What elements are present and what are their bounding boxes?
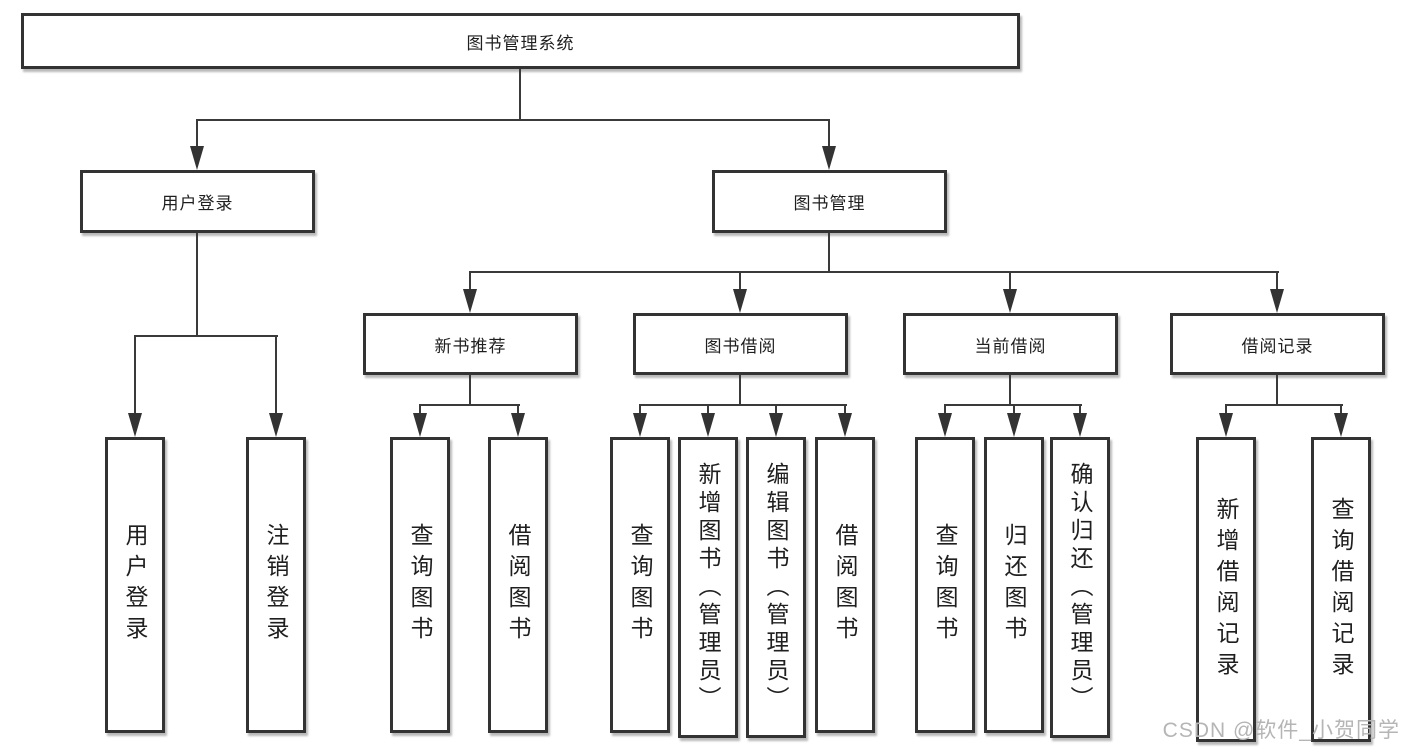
connector-line	[419, 404, 421, 415]
connector-line	[196, 119, 830, 121]
leaf-label: 确认归还（管理员）	[1067, 461, 1093, 714]
leaf-add-borrow-record: 新增借阅记录	[1196, 437, 1256, 742]
node-borrow-record: 借阅记录	[1170, 313, 1385, 375]
arrow-down-icon	[511, 413, 525, 437]
arrow-down-icon	[413, 413, 427, 437]
connector-line	[1276, 271, 1278, 291]
connector-line	[196, 233, 198, 337]
node-new-book-recommend-label: 新书推荐	[434, 336, 507, 356]
arrow-down-icon	[128, 413, 142, 437]
connector-line	[1225, 404, 1227, 415]
node-current-borrow: 当前借阅	[903, 313, 1118, 375]
arrow-down-icon	[769, 413, 783, 437]
connector-line	[639, 404, 641, 415]
connector-line	[828, 233, 830, 273]
leaf-edit-books-admin: 编辑图书（管理员）	[746, 437, 806, 738]
leaf-label: 借阅图书	[832, 523, 858, 647]
leaf-query-books-recommend: 查询图书	[390, 437, 450, 733]
connector-line	[1340, 404, 1342, 415]
connector-line	[517, 404, 519, 415]
connector-line	[944, 404, 946, 415]
node-new-book-recommend: 新书推荐	[363, 313, 578, 375]
arrow-down-icon	[1270, 289, 1284, 313]
connector-line	[639, 404, 847, 406]
node-book-borrow-label: 图书借阅	[704, 336, 777, 356]
connector-line	[1079, 404, 1081, 415]
leaf-query-books-current: 查询图书	[915, 437, 975, 733]
connector-line	[134, 335, 278, 337]
leaf-label: 查询图书	[407, 523, 433, 647]
leaf-logout: 注销登录	[246, 437, 306, 733]
connector-line	[707, 404, 709, 415]
connector-line	[1009, 375, 1011, 406]
arrow-down-icon	[190, 146, 204, 170]
arrow-down-icon	[701, 413, 715, 437]
leaf-label: 归还图书	[1001, 523, 1027, 647]
arrow-down-icon	[733, 289, 747, 313]
connector-line	[739, 271, 741, 291]
connector-line	[134, 335, 136, 415]
node-book-mgmt: 图书管理	[712, 170, 947, 233]
leaf-label: 新增图书（管理员）	[695, 461, 721, 714]
leaf-label: 查询借阅记录	[1328, 496, 1354, 683]
arrow-down-icon	[838, 413, 852, 437]
arrow-down-icon	[822, 146, 836, 170]
leaf-add-books-admin: 新增图书（管理员）	[678, 437, 738, 738]
node-current-borrow-label: 当前借阅	[974, 336, 1047, 356]
node-book-borrow: 图书借阅	[633, 313, 848, 375]
leaf-query-borrow-record: 查询借阅记录	[1311, 437, 1371, 742]
connector-line	[419, 404, 520, 406]
leaf-label: 新增借阅记录	[1213, 496, 1239, 683]
leaf-borrow-books: 借阅图书	[815, 437, 875, 733]
csdn-watermark: CSDN @软件_小贺同学	[1162, 719, 1400, 742]
arrow-down-icon	[1219, 413, 1233, 437]
arrow-down-icon	[938, 413, 952, 437]
connector-line	[469, 271, 471, 291]
arrow-down-icon	[633, 413, 647, 437]
connector-line	[1009, 271, 1011, 291]
connector-line	[196, 119, 198, 148]
connector-line	[1276, 375, 1278, 406]
leaf-label: 借阅图书	[505, 523, 531, 647]
leaf-borrow-books-recommend: 借阅图书	[488, 437, 548, 733]
node-root: 图书管理系统	[21, 13, 1020, 69]
connector-line	[469, 271, 1279, 273]
leaf-confirm-return-admin: 确认归还（管理员）	[1050, 437, 1110, 738]
arrow-down-icon	[1334, 413, 1348, 437]
leaf-user-login: 用户登录	[105, 437, 165, 733]
arrow-down-icon	[1073, 413, 1087, 437]
connector-line	[1225, 404, 1343, 406]
connector-line	[469, 375, 471, 406]
leaf-label: 注销登录	[263, 523, 289, 647]
leaf-label: 查询图书	[627, 523, 653, 647]
leaf-return-books: 归还图书	[984, 437, 1044, 733]
arrow-down-icon	[1007, 413, 1021, 437]
leaf-label: 用户登录	[122, 523, 148, 647]
connector-line	[775, 404, 777, 415]
connector-line	[828, 119, 830, 148]
arrow-down-icon	[269, 413, 283, 437]
leaf-query-books-borrow: 查询图书	[610, 437, 670, 733]
arrow-down-icon	[463, 289, 477, 313]
node-book-mgmt-label: 图书管理	[793, 194, 866, 213]
node-user-login: 用户登录	[80, 170, 315, 233]
connector-line	[1013, 404, 1015, 415]
leaf-label: 编辑图书（管理员）	[763, 461, 789, 714]
connector-line	[739, 375, 741, 406]
connector-line	[275, 335, 277, 415]
connector-line	[844, 404, 846, 415]
node-borrow-record-label: 借阅记录	[1241, 336, 1314, 356]
node-root-label: 图书管理系统	[466, 33, 575, 53]
connector-line	[519, 69, 521, 121]
arrow-down-icon	[1003, 289, 1017, 313]
node-user-login-label: 用户登录	[161, 194, 234, 213]
leaf-label: 查询图书	[932, 523, 958, 647]
